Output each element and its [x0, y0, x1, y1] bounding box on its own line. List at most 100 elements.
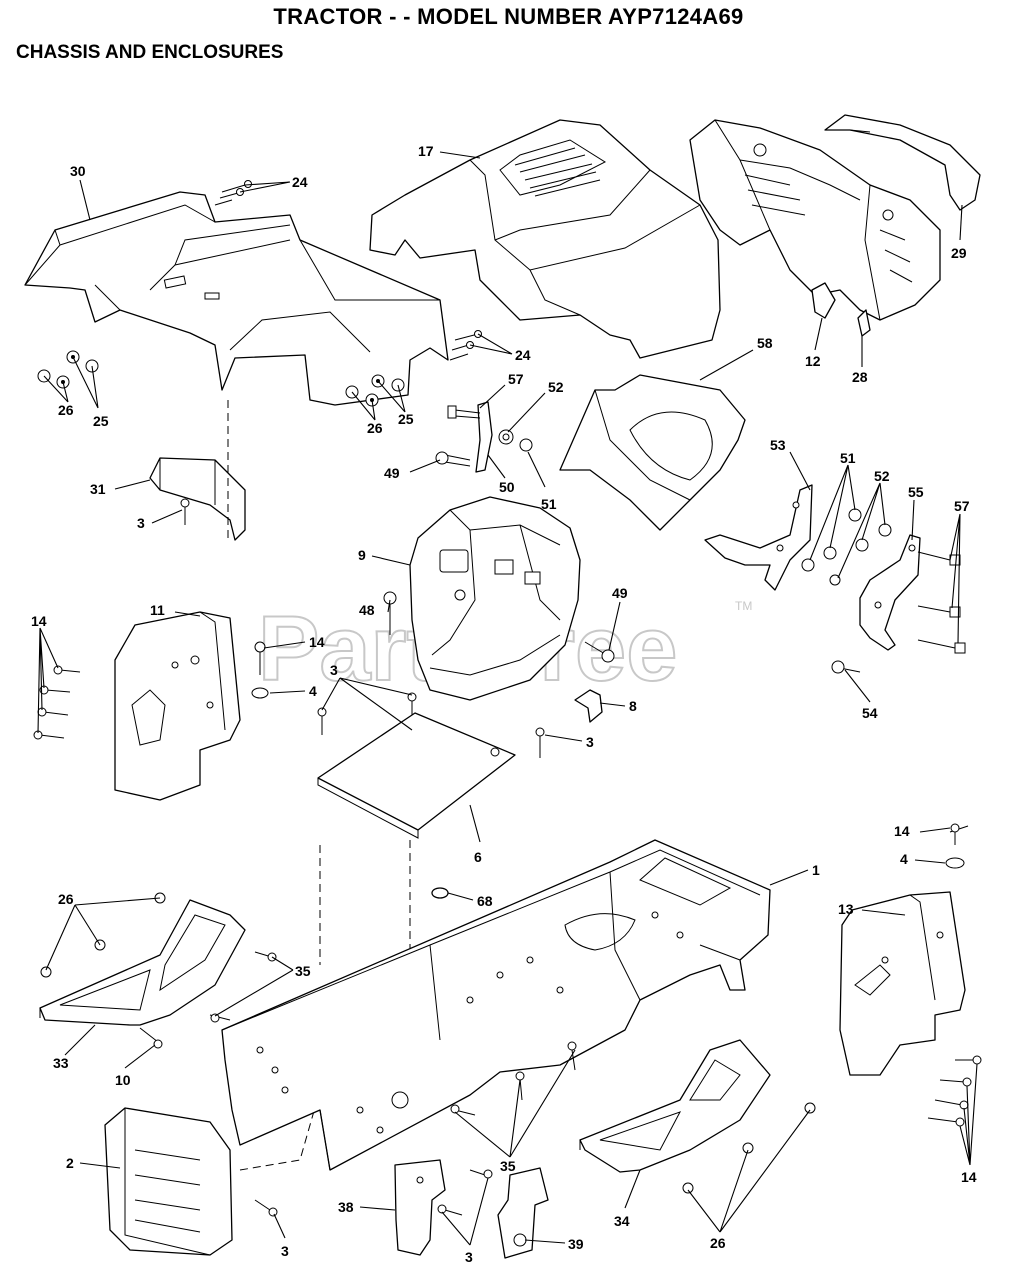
part-49-bolt-upper[interactable] — [435, 451, 471, 467]
callout-39: 39 — [568, 1236, 584, 1252]
callout-8: 8 — [629, 698, 637, 714]
part-11-side-plate[interactable] — [114, 611, 241, 801]
page-title: TRACTOR - - MODEL NUMBER AYP7124A69 — [273, 4, 744, 29]
part-3-screw-d[interactable] — [254, 1199, 278, 1217]
callout-48: 48 — [359, 602, 375, 618]
callout-3d: 3 — [281, 1243, 289, 1259]
part-14-screw-middle[interactable] — [254, 641, 266, 675]
callout-52b: 52 — [874, 468, 890, 484]
callout-4b: 4 — [900, 851, 908, 867]
callout-34: 34 — [614, 1213, 630, 1229]
part-12-bracket[interactable] — [811, 282, 836, 319]
callout-24b: 24 — [515, 347, 531, 363]
part-55-bracket[interactable] — [859, 534, 921, 651]
callout-14b: 14 — [309, 634, 325, 650]
callout-30: 30 — [70, 163, 86, 179]
part-31-bracket[interactable] — [149, 457, 246, 541]
callout-49a: 49 — [384, 465, 400, 481]
callout-55: 55 — [908, 484, 924, 500]
part-49-bolt-lower[interactable] — [584, 641, 615, 663]
part-grille-housing[interactable] — [689, 119, 941, 321]
part-3-screw-a[interactable] — [180, 498, 190, 525]
part-48-bolt[interactable] — [383, 591, 397, 635]
callout-12: 12 — [805, 353, 821, 369]
part-30-fender[interactable] — [24, 191, 449, 406]
callout-1: 1 — [812, 862, 820, 878]
part-8-clip[interactable] — [574, 689, 603, 723]
callout-31: 31 — [90, 481, 106, 497]
part-33-footrest[interactable] — [39, 899, 246, 1026]
part-39-bracket[interactable] — [497, 1167, 549, 1259]
part-3-screw-c[interactable] — [535, 727, 545, 758]
part-68-grommet[interactable] — [431, 887, 449, 899]
callout-57a: 57 — [508, 371, 524, 387]
callout-49b: 49 — [612, 585, 628, 601]
callout-26c: 26 — [58, 891, 74, 907]
callout-25b: 25 — [398, 411, 414, 427]
callout-14d: 14 — [961, 1169, 977, 1185]
part-1-frame[interactable] — [221, 839, 771, 1171]
callout-52a: 52 — [548, 379, 564, 395]
callout-26b: 26 — [367, 420, 383, 436]
callout-2: 2 — [66, 1155, 74, 1171]
part-26-nuts-right[interactable] — [682, 1102, 816, 1194]
callout-3b: 3 — [330, 662, 338, 678]
callout-58: 58 — [757, 335, 773, 351]
part-13-side-plate[interactable] — [839, 891, 966, 1076]
callout-6: 6 — [474, 849, 482, 865]
part-4-washer-right[interactable] — [945, 857, 965, 869]
callout-51a: 51 — [541, 496, 557, 512]
part-52-washer-upper[interactable] — [498, 429, 514, 445]
part-17-hood[interactable] — [369, 119, 721, 359]
callout-35a: 35 — [295, 963, 311, 979]
part-9-dash-panel[interactable] — [409, 496, 581, 701]
part-34-footrest[interactable] — [579, 1039, 771, 1173]
callout-54: 54 — [862, 705, 878, 721]
callout-17: 17 — [418, 143, 434, 159]
part-25-26-hardware-left[interactable] — [37, 350, 99, 389]
part-50-strap[interactable] — [475, 401, 493, 473]
leader-lines — [37, 151, 978, 1246]
callout-29: 29 — [951, 245, 967, 261]
part-35-screws-left[interactable] — [209, 951, 277, 1023]
callout-10: 10 — [115, 1072, 131, 1088]
callout-24a: 24 — [292, 174, 308, 190]
callout-11: 11 — [150, 602, 165, 618]
callout-3a: 3 — [137, 515, 145, 531]
callout-25a: 25 — [93, 413, 109, 429]
part-54-bolt[interactable] — [831, 660, 861, 674]
part-6-plate[interactable] — [317, 712, 516, 839]
callout-26a: 26 — [58, 402, 74, 418]
part-51-nut-upper[interactable] — [519, 438, 533, 452]
callout-labels: 30 24 17 29 24 12 28 58 26 25 26 25 57 5… — [31, 143, 977, 1265]
part-29-grille-trim[interactable] — [824, 114, 981, 211]
callout-35b: 35 — [500, 1158, 516, 1174]
part-53-bracket[interactable] — [704, 484, 813, 591]
callout-13: 13 — [838, 901, 854, 917]
callout-4a: 4 — [309, 683, 317, 699]
watermark-tm: TM — [735, 599, 752, 613]
part-14-screws-right-lower[interactable] — [927, 1055, 982, 1127]
part-57-bolt-upper[interactable] — [447, 405, 481, 419]
callout-57b: 57 — [954, 498, 970, 514]
callout-14a: 14 — [31, 613, 47, 629]
part-58-shield[interactable] — [559, 374, 746, 531]
part-26-nuts-left[interactable] — [40, 892, 166, 978]
callout-3e: 3 — [465, 1249, 473, 1265]
part-28-clip[interactable] — [857, 309, 871, 337]
callout-3c: 3 — [586, 734, 594, 750]
part-3-screw-e[interactable] — [437, 1169, 493, 1216]
part-4-washer-left[interactable] — [251, 687, 269, 699]
part-38-bracket[interactable] — [394, 1159, 446, 1256]
part-24-screws-upper[interactable] — [214, 180, 252, 206]
callout-50: 50 — [499, 479, 515, 495]
section-title: CHASSIS AND ENCLOSURES — [16, 42, 284, 63]
part-2-bracket[interactable] — [104, 1107, 233, 1256]
part-14-screw-right[interactable] — [949, 823, 969, 845]
callout-68: 68 — [477, 893, 493, 909]
part-24-screws-lower[interactable] — [449, 330, 482, 361]
callout-28: 28 — [852, 369, 868, 385]
callout-9: 9 — [358, 547, 366, 563]
part-10-bolt[interactable] — [139, 1027, 163, 1049]
